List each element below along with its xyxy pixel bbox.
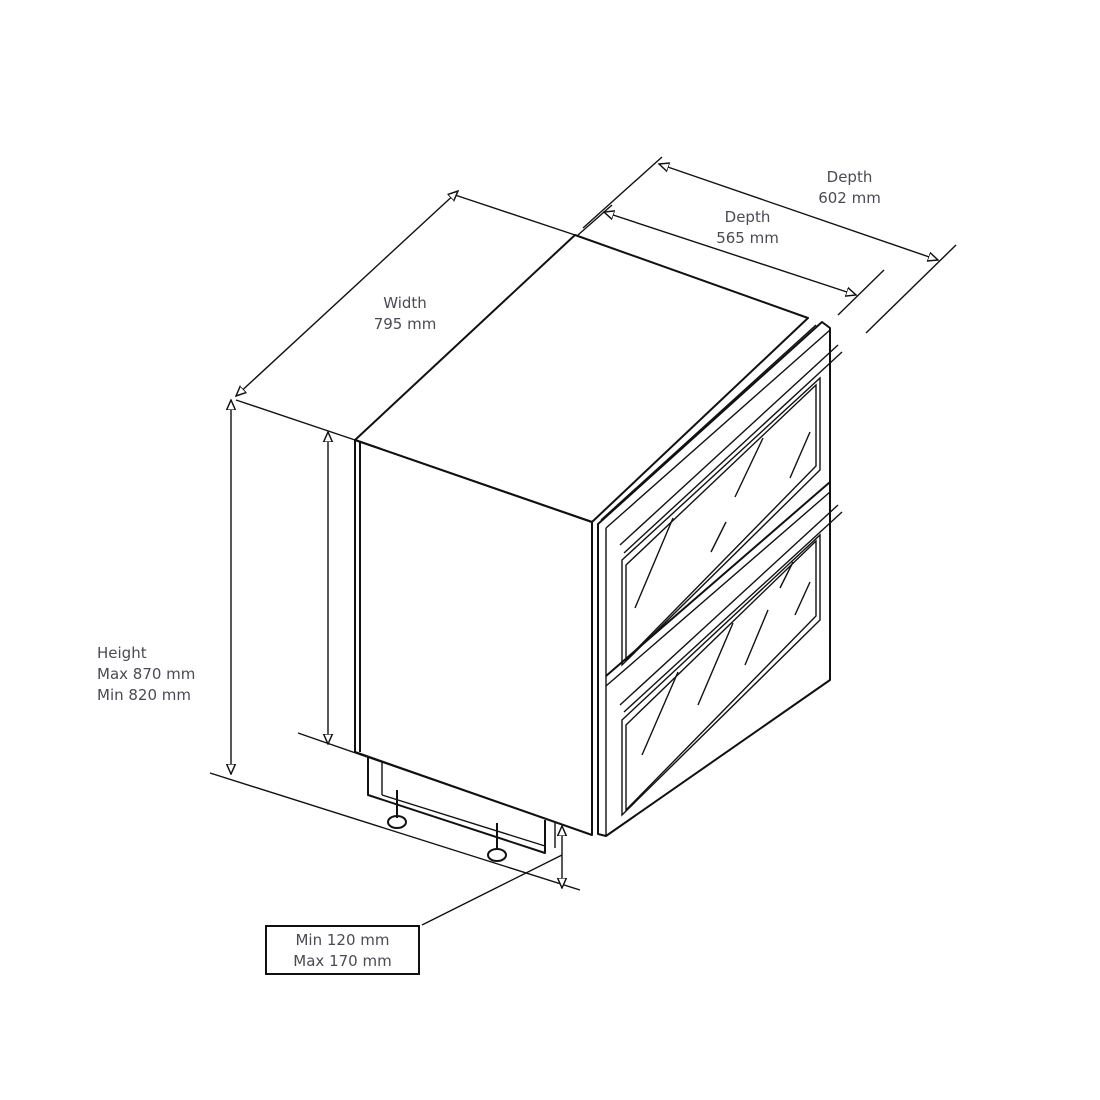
drawer-front — [597, 321, 843, 837]
plinth-label: Min 120 mm Max 170 mm — [267, 930, 418, 972]
depth-602-dimension — [582, 156, 957, 334]
lower-drawer-handle — [619, 504, 839, 706]
depth-565-label: Depth 565 mm — [700, 207, 795, 249]
plinth-dimension — [421, 826, 563, 926]
depth-602-value: 602 mm — [818, 189, 881, 207]
height-label: Height Max 870 mm Min 820 mm — [97, 643, 195, 706]
plinth-min: Min 120 mm — [295, 931, 390, 949]
plinth — [367, 757, 556, 862]
height-dimension — [209, 400, 593, 891]
width-value: 795 mm — [373, 315, 437, 333]
foot-right — [487, 823, 507, 862]
width-title: Width — [383, 294, 427, 312]
depth-602-title: Depth — [826, 168, 873, 186]
height-min: Min 820 mm — [97, 686, 192, 704]
top-face — [354, 234, 809, 523]
depth-565-value: 565 mm — [716, 229, 779, 247]
side-face — [354, 439, 593, 836]
width-label: Width 795 mm — [360, 293, 450, 335]
upper-drawer-handle — [619, 344, 839, 546]
plinth-label-box: Min 120 mm Max 170 mm — [265, 925, 420, 975]
foot-left — [387, 790, 407, 829]
depth-602-label: Depth 602 mm — [802, 167, 897, 209]
height-title: Height — [97, 644, 147, 662]
depth-565-title: Depth — [724, 208, 771, 226]
height-max: Max 870 mm — [97, 665, 196, 683]
leader-line — [421, 854, 563, 926]
lower-drawer-glass — [621, 533, 821, 817]
width-dimension — [236, 191, 576, 441]
plinth-max: Max 170 mm — [293, 952, 392, 970]
upper-drawer-glass — [621, 376, 821, 667]
